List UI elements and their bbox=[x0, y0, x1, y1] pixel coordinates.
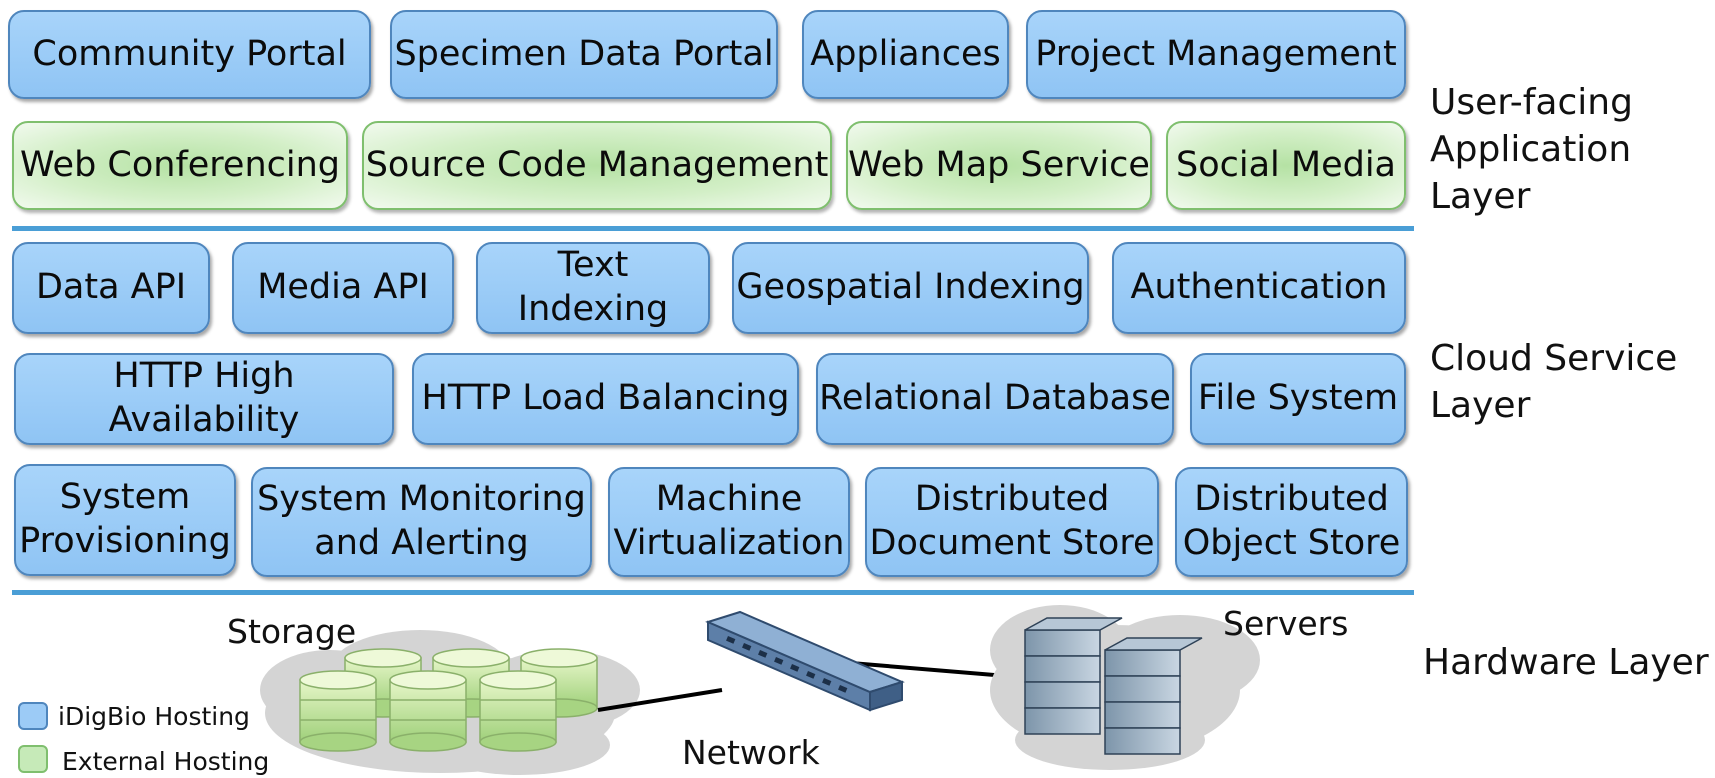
cloud-layer-label: Cloud Service Layer bbox=[1430, 336, 1677, 430]
external-hosting-swatch bbox=[18, 745, 48, 773]
network-label: Network bbox=[682, 733, 820, 772]
web-conferencing-box: Web Conferencing bbox=[12, 121, 348, 210]
geospatial-indexing-box: Geospatial Indexing bbox=[732, 242, 1089, 334]
hardware-layer-label: Hardware Layer bbox=[1423, 642, 1709, 683]
servers-label: Servers bbox=[1223, 604, 1349, 643]
web-map-service-box: Web Map Service bbox=[846, 121, 1152, 210]
distributed-document-store-box: Distributed Document Store bbox=[865, 467, 1159, 577]
machine-virtualization-box: Machine Virtualization bbox=[608, 467, 850, 577]
appliances-box: Appliances bbox=[802, 10, 1009, 99]
http-high-availability-box: HTTP High Availability bbox=[14, 353, 394, 445]
data-api-box: Data API bbox=[12, 242, 210, 334]
social-media-box: Social Media bbox=[1166, 121, 1406, 210]
text-indexing-box: Text Indexing bbox=[476, 242, 710, 334]
servers-icon bbox=[1024, 617, 1203, 755]
project-management-box: Project Management bbox=[1026, 10, 1406, 99]
cloud-hardware-divider bbox=[12, 590, 1414, 595]
system-monitoring-alerting-box: System Monitoring and Alerting bbox=[251, 467, 592, 577]
idigbio-hosting-legend-label: iDigBio Hosting bbox=[58, 702, 250, 731]
storage-label: Storage bbox=[227, 612, 357, 651]
media-api-box: Media API bbox=[232, 242, 454, 334]
source-code-management-box: Source Code Management bbox=[362, 121, 832, 210]
cloud-layer-label-text: Cloud Service Layer bbox=[1430, 338, 1678, 426]
relational-database-box: Relational Database bbox=[816, 353, 1174, 445]
idigbio-hosting-swatch bbox=[18, 702, 48, 730]
file-system-box: File System bbox=[1190, 353, 1406, 445]
community-portal-box: Community Portal bbox=[8, 10, 371, 99]
authentication-box: Authentication bbox=[1112, 242, 1406, 334]
network-switch-icon bbox=[705, 610, 905, 712]
application-cloud-divider bbox=[12, 226, 1414, 231]
system-provisioning-box: System Provisioning bbox=[14, 464, 236, 576]
external-hosting-legend-label: External Hosting bbox=[62, 747, 270, 776]
application-layer-label: User-facing Application Layer bbox=[1430, 80, 1715, 220]
http-load-balancing-box: HTTP Load Balancing bbox=[412, 353, 799, 445]
distributed-object-store-box: Distributed Object Store bbox=[1175, 467, 1408, 577]
application-layer-label-text: User-facing Application Layer bbox=[1430, 82, 1633, 217]
storage-disks-icon bbox=[299, 648, 598, 752]
specimen-data-portal-box: Specimen Data Portal bbox=[390, 10, 778, 99]
